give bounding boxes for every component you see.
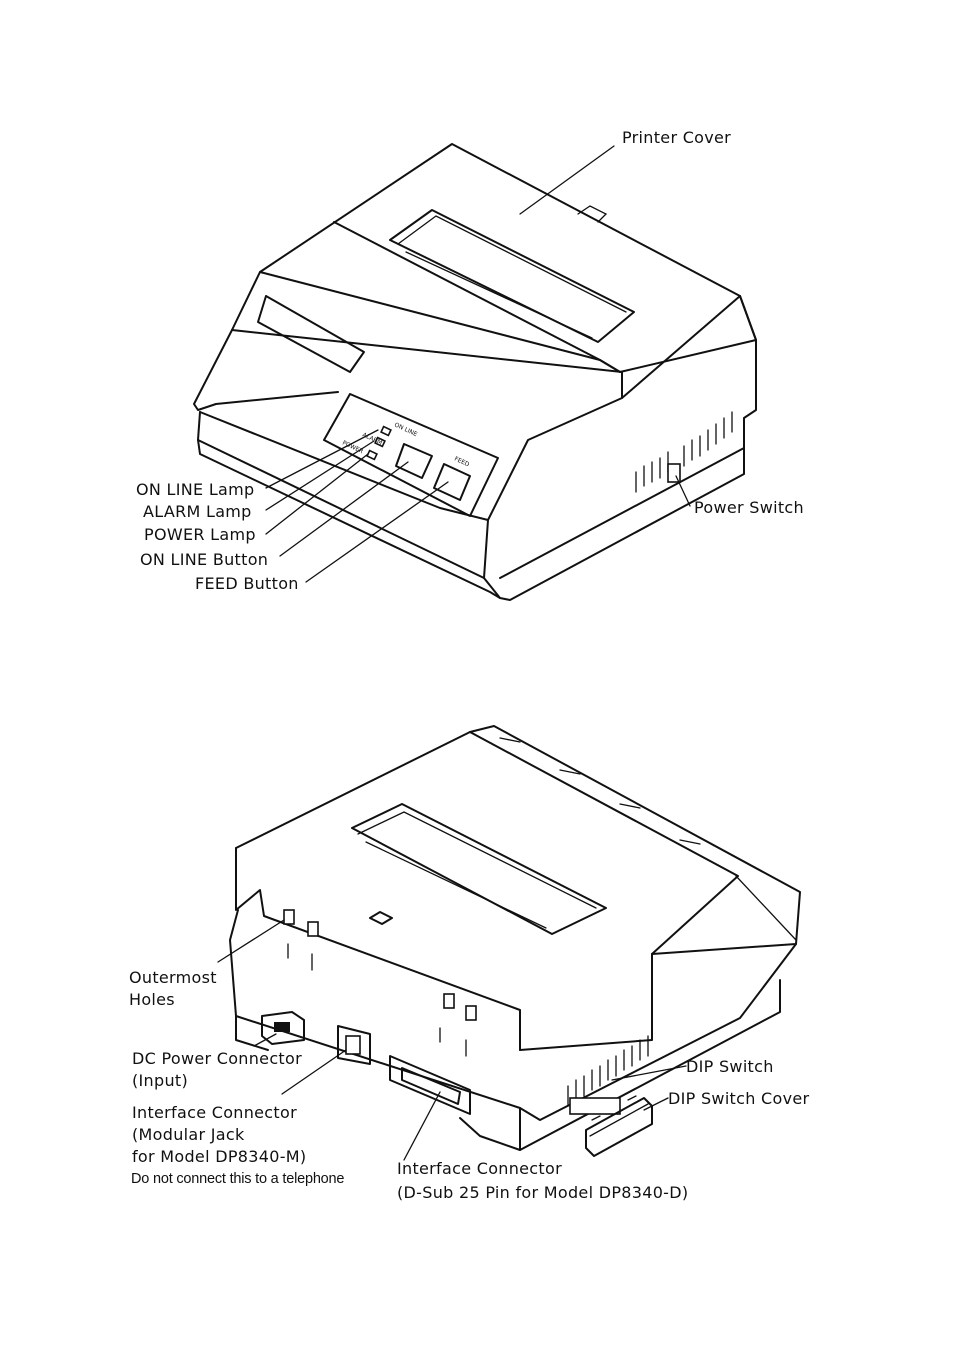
label-outermost-holes-line1: Outermost — [129, 968, 217, 987]
label-telephone-warning: Do not connect this to a telephone — [131, 1171, 345, 1187]
bottom-leader-lines — [217, 919, 687, 1161]
label-on-line-lamp: ON LINE Lamp — [136, 480, 255, 499]
dc-power-connector-shape — [261, 1011, 305, 1045]
label-interface-modular-line3: for Model DP8340-M) — [132, 1147, 307, 1166]
label-power-lamp: POWER Lamp — [144, 525, 256, 544]
rear-paper-slot — [351, 803, 607, 935]
panel-text-alarm: ALARM — [361, 431, 383, 446]
panel-text-feed: FEED — [453, 455, 470, 468]
power-lamp-indicator — [366, 449, 378, 461]
printer-rear-illustration — [217, 725, 801, 1161]
dip-switch-shape — [569, 1097, 621, 1115]
paper-slot — [389, 209, 635, 343]
on-line-button-shape — [395, 443, 433, 479]
label-on-line-button: ON LINE Button — [140, 550, 269, 569]
dip-switch-cover-shape — [585, 1097, 653, 1157]
display-window — [257, 295, 365, 373]
on-line-lamp-indicator — [380, 425, 392, 437]
printer-front-illustration: ON LINE ALARM POWER FEED — [193, 143, 757, 601]
label-outermost-holes-line2: Holes — [129, 990, 175, 1009]
outermost-hole-1 — [283, 909, 295, 925]
control-panel — [323, 393, 499, 517]
label-interface-modular-line1: Interface Connector — [132, 1103, 297, 1122]
feed-button-shape — [433, 463, 471, 501]
outermost-hole-3 — [443, 993, 455, 1009]
label-power-switch: Power Switch — [694, 498, 804, 517]
dsub-connector-shape — [389, 1055, 471, 1115]
label-interface-dsub-line1: Interface Connector — [397, 1159, 562, 1178]
rear-top-cover — [235, 731, 739, 955]
modular-jack-shape — [337, 1025, 371, 1065]
panel-text-on-line: ON LINE — [393, 421, 418, 438]
label-dc-power-line2: (Input) — [132, 1071, 189, 1090]
label-printer-cover: Printer Cover — [622, 128, 732, 147]
rear-side-vents — [567, 1035, 649, 1107]
label-interface-dsub-line2: (D-Sub 25 Pin for Model DP8340-D) — [397, 1183, 689, 1202]
label-dip-switch: DIP Switch — [686, 1057, 774, 1076]
label-alarm-lamp: ALARM Lamp — [143, 502, 252, 521]
outermost-hole-4 — [465, 1005, 477, 1021]
printer-cover-outline — [259, 143, 757, 373]
top-leader-lines — [265, 145, 691, 583]
label-feed-button: FEED Button — [195, 574, 299, 593]
label-dc-power-line1: DC Power Connector — [132, 1049, 302, 1068]
outermost-hole-2 — [307, 921, 319, 937]
label-dip-switch-cover: DIP Switch Cover — [668, 1089, 810, 1108]
side-vents — [635, 411, 733, 493]
alarm-lamp-indicator — [374, 436, 386, 448]
label-interface-modular-line2: (Modular Jack — [132, 1125, 245, 1144]
